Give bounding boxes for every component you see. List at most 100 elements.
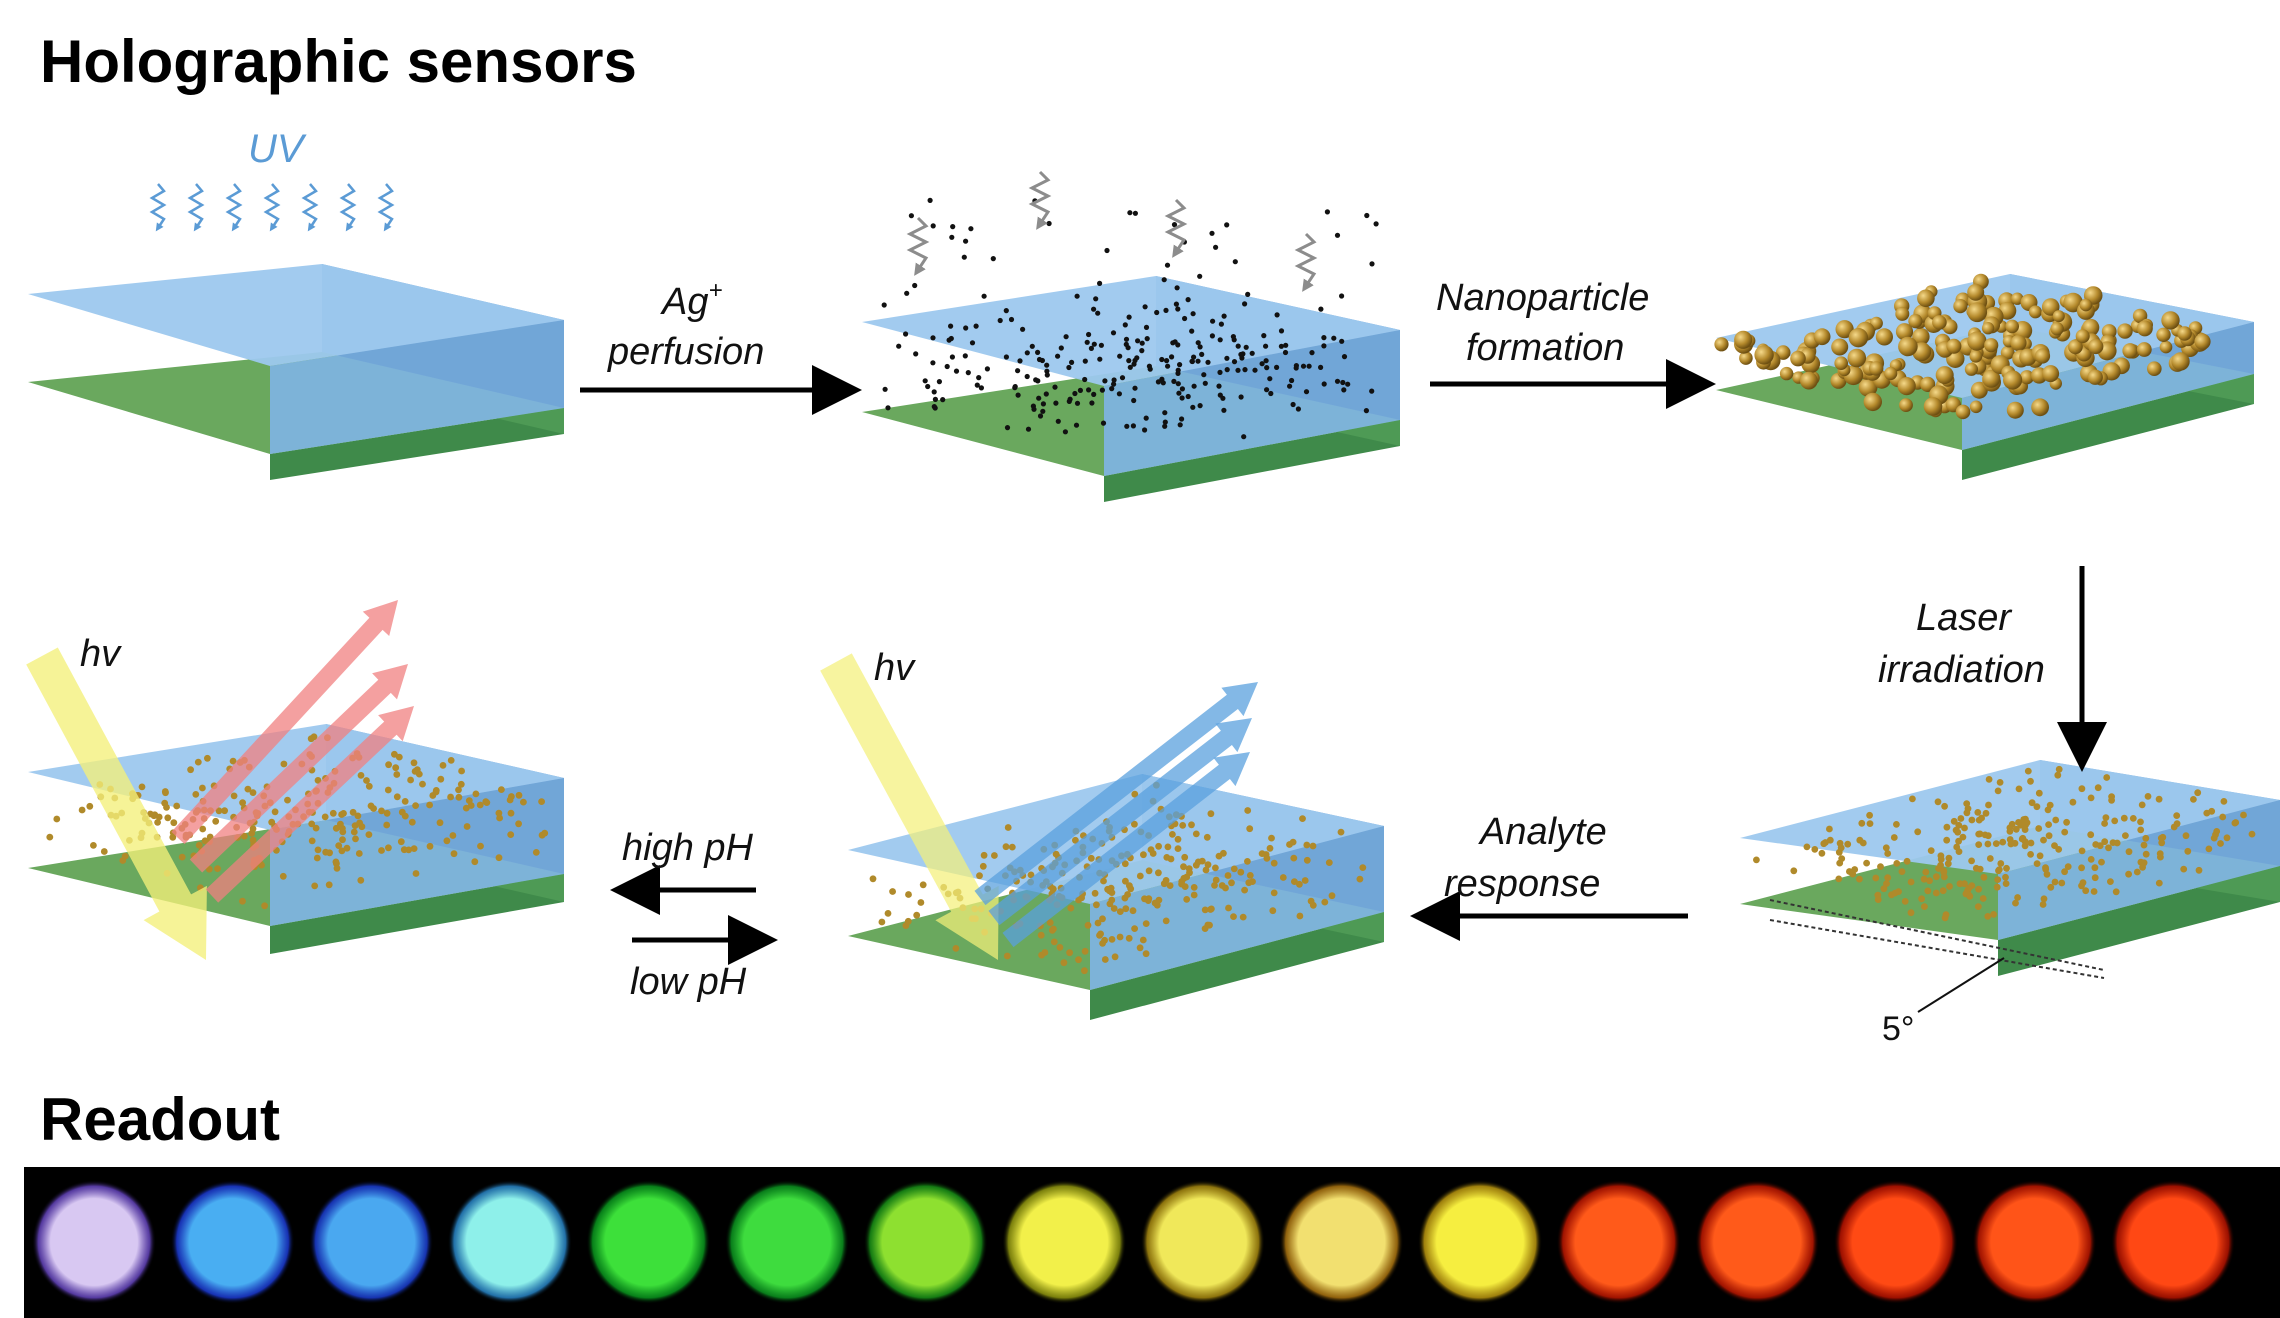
silver-ion xyxy=(1179,386,1185,392)
uv-wavy-arrow xyxy=(149,183,167,232)
nanoparticle xyxy=(1266,844,1274,852)
nanoparticle xyxy=(1880,885,1888,893)
nanoparticle xyxy=(2195,866,2203,874)
silver-ion xyxy=(881,302,887,308)
silver-ion xyxy=(950,224,956,230)
nanoparticle xyxy=(1246,825,1254,833)
nanoparticle xyxy=(498,786,505,793)
nanoparticle xyxy=(1923,397,1943,416)
reflected-red-beam xyxy=(205,706,414,903)
silver-ion xyxy=(1124,423,1130,429)
silver-ion xyxy=(1012,384,1018,390)
nanoparticle xyxy=(1215,852,1223,860)
nanoparticle xyxy=(1941,802,1948,810)
nanoparticle xyxy=(322,848,330,856)
silver-ion xyxy=(1091,306,1097,312)
silver-ion xyxy=(1201,372,1207,378)
incident-light-beam xyxy=(26,647,207,960)
nanoparticle xyxy=(1940,867,1948,875)
nanoparticle xyxy=(2102,814,2110,821)
silver-ion xyxy=(1089,400,1095,406)
nanoparticle xyxy=(1753,856,1760,864)
nanoparticle xyxy=(1779,366,1794,381)
silver-ion xyxy=(1143,415,1149,421)
nanoparticle xyxy=(1245,879,1253,887)
nanoparticle xyxy=(2068,339,2083,355)
readout-spots xyxy=(32,1180,2235,1304)
nanoparticle xyxy=(239,799,247,807)
nanoparticle xyxy=(1980,873,1988,881)
substrate-front xyxy=(1962,374,2254,480)
silver-ion xyxy=(1249,350,1255,356)
nanoparticle xyxy=(2078,864,2086,872)
nanoparticle xyxy=(2003,370,2023,390)
nanoparticle xyxy=(1984,913,1992,920)
silver-ion xyxy=(962,353,968,359)
nanoparticle xyxy=(1924,887,1932,895)
nanoparticle xyxy=(249,789,257,796)
nanoparticle xyxy=(2091,874,2099,882)
nanoparticle xyxy=(1844,840,1852,848)
nanoparticle xyxy=(1926,877,1933,885)
nanoparticle xyxy=(412,870,420,877)
silver-ion xyxy=(1369,261,1375,267)
nanoparticle xyxy=(1920,875,1928,883)
silver-ion xyxy=(1142,304,1148,310)
silver-ion xyxy=(1159,356,1165,363)
nanoparticle xyxy=(2184,847,2192,855)
gel-top xyxy=(848,774,1384,904)
nanoparticle xyxy=(2125,870,2133,878)
nanoparticle xyxy=(2019,370,2034,385)
nanoparticle xyxy=(313,854,321,862)
nanoparticle xyxy=(1963,800,1971,807)
silver-ion xyxy=(1318,306,1324,312)
nanoparticle xyxy=(458,767,465,775)
nanoparticle xyxy=(1328,892,1336,900)
nanoparticle xyxy=(496,814,503,822)
nanoparticle xyxy=(1959,833,1967,841)
nanoparticle xyxy=(1136,872,1144,880)
nanoparticle xyxy=(2142,834,2150,842)
ag-label: Ag+ xyxy=(660,277,723,323)
nanoparticle xyxy=(1106,887,1113,895)
nanoparticle xyxy=(2205,845,2213,853)
nanoparticle xyxy=(1811,846,1819,853)
nanoparticle xyxy=(194,758,202,766)
nanoparticle xyxy=(1985,801,1992,809)
silver-ion xyxy=(1142,427,1148,433)
nanoparticle xyxy=(2156,327,2171,342)
nanoparticle xyxy=(1961,824,1968,832)
silver-ion xyxy=(978,385,985,391)
silver-ion xyxy=(1324,209,1330,215)
nanoparticle xyxy=(1884,366,1898,381)
response-label: response xyxy=(1444,863,1600,905)
nanoparticle xyxy=(2055,765,2063,773)
nanoparticle xyxy=(1145,867,1153,875)
nanoparticle xyxy=(1939,887,1947,895)
silver-ion xyxy=(949,234,955,240)
nanoparticle xyxy=(413,766,421,774)
nanoparticle xyxy=(2194,789,2202,797)
nanoparticle xyxy=(249,825,257,833)
silver-ion xyxy=(922,378,928,384)
silver-ion xyxy=(1084,339,1090,345)
nanoparticle xyxy=(352,835,359,843)
nanoparticle xyxy=(2003,864,2010,872)
silver-ion xyxy=(965,370,971,376)
nanoparticle xyxy=(1969,400,1983,414)
silver-ion xyxy=(1088,345,1094,351)
nanoparticle xyxy=(2122,832,2129,839)
nanoparticle xyxy=(343,844,351,852)
nanoparticle xyxy=(1244,807,1252,814)
nanoparticle xyxy=(393,771,401,778)
silver-ion xyxy=(1217,369,1223,375)
nanoparticle xyxy=(1142,920,1150,927)
nanoparticle xyxy=(1296,880,1303,888)
nanoparticle xyxy=(2182,832,2190,840)
nanoparticle xyxy=(1075,956,1082,964)
nanoparticle xyxy=(1141,895,1148,903)
nanoparticle xyxy=(1950,817,1958,825)
silver-ion xyxy=(1143,324,1150,330)
nanoparticle xyxy=(1096,932,1103,939)
nanoparticle xyxy=(1982,809,1990,817)
